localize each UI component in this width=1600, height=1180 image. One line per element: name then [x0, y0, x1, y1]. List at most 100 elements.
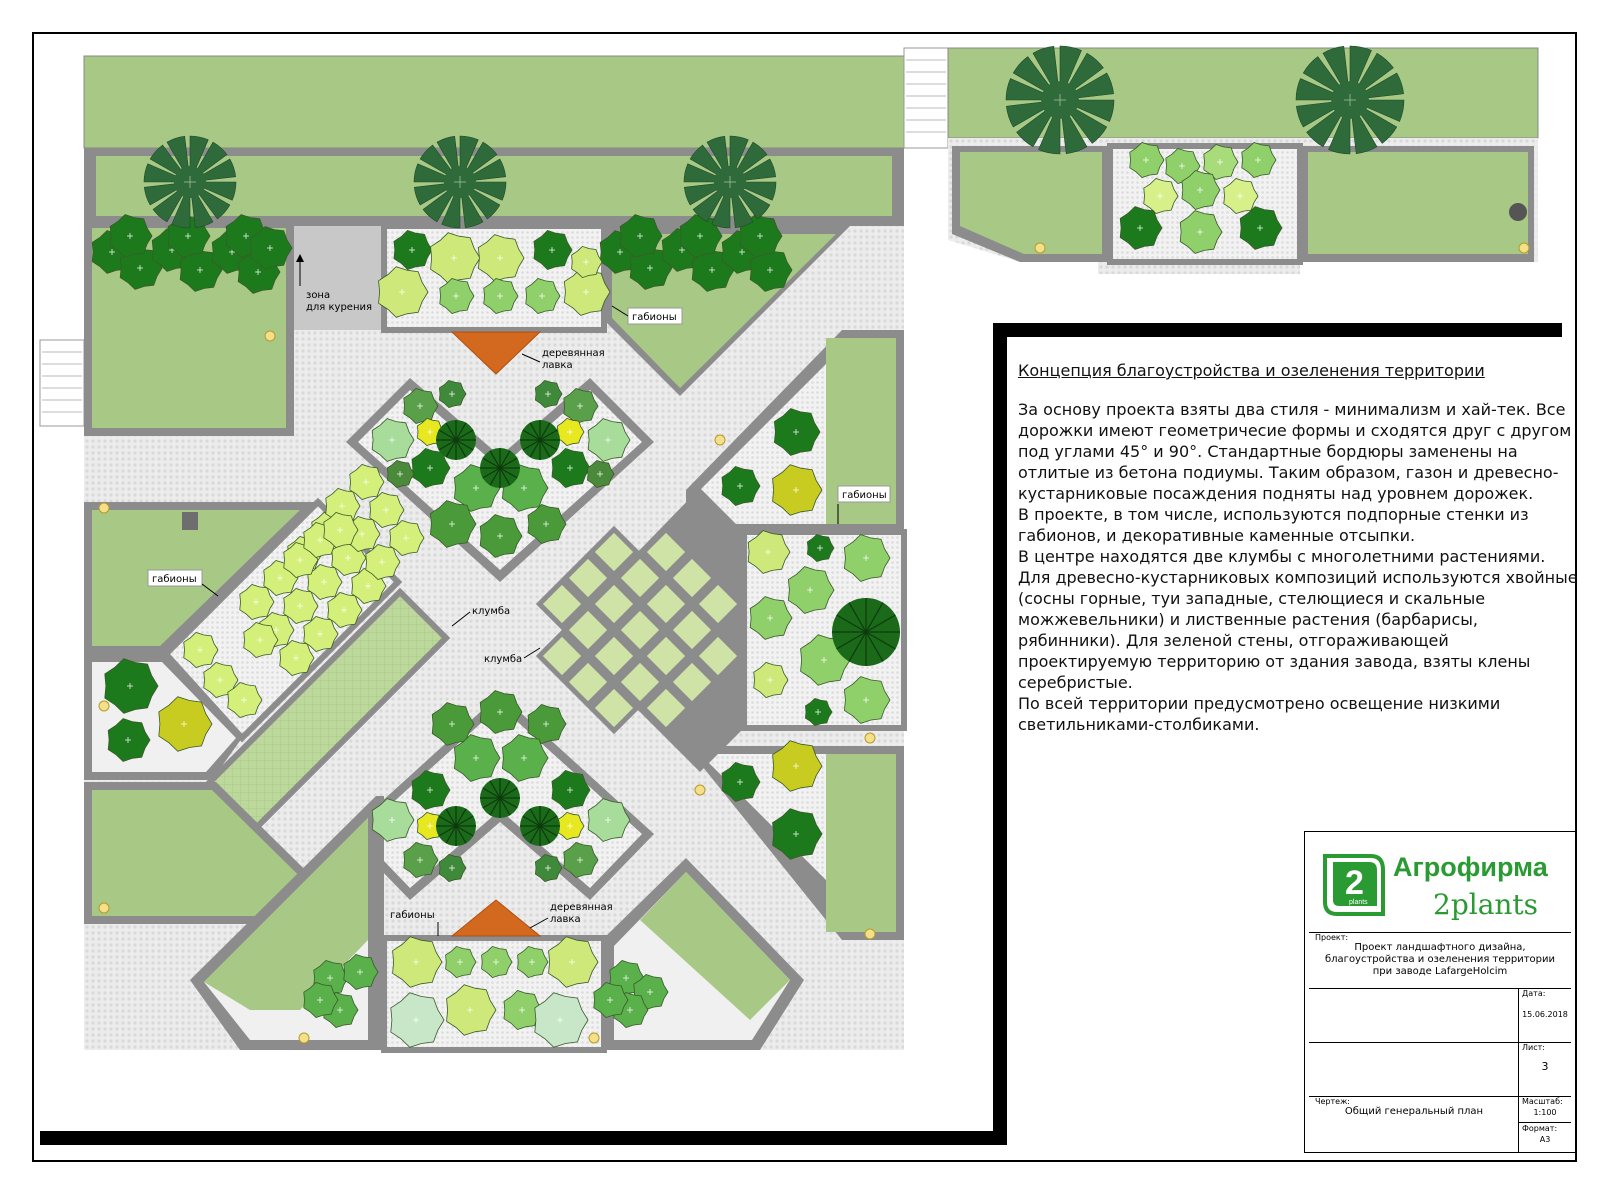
grid-tile	[639, 525, 693, 579]
shrub-icon	[438, 379, 467, 409]
flowerbed-label-1: клумба	[472, 606, 510, 617]
shrub-icon	[1203, 144, 1239, 180]
shrub-icon	[411, 448, 451, 488]
shrub-icon	[453, 734, 501, 782]
grid-tile	[691, 629, 745, 683]
shrub-icon	[429, 500, 477, 548]
smoking-zone-label-1: зона	[306, 290, 330, 301]
shrub-icon	[158, 696, 213, 752]
hedge-shrub-icon	[739, 214, 783, 258]
plan-labels: зона для курения габионы деревянная лавк…	[147, 254, 891, 936]
site-boundary	[40, 323, 1562, 1145]
hedge-shrub-icon	[179, 248, 223, 292]
lamp-icon	[298, 1032, 310, 1044]
lamp-icon	[588, 1032, 600, 1044]
smoking-zone-label-2: для курения	[306, 302, 372, 313]
grid-tile	[613, 551, 667, 605]
shrub-icon	[365, 544, 401, 580]
grid-tile	[587, 577, 641, 631]
shrub-icon	[239, 584, 275, 620]
project-row: Проект: Проект ландшафтного дизайна, бла…	[1309, 932, 1571, 989]
lamp-icon	[264, 330, 276, 342]
grid-tile	[535, 629, 589, 683]
grid-tile	[561, 603, 615, 657]
shrub-icon	[279, 640, 315, 676]
shrub-icon	[303, 982, 339, 1018]
gabions-label-3: габионы	[152, 574, 197, 585]
tree-icon	[1295, 45, 1405, 155]
sheet-value: 3	[1541, 1060, 1549, 1073]
shrub-icon	[551, 448, 591, 488]
hedge-shrub-icon	[109, 214, 153, 258]
shrub-icon	[843, 534, 891, 582]
shrub-icon	[349, 464, 385, 500]
lamp-icon	[864, 732, 876, 744]
gabions-label-4: габионы	[390, 910, 435, 921]
flowerbed-label-2: клумба	[484, 654, 522, 665]
shrub-icon	[587, 418, 631, 462]
grid-tile	[639, 681, 693, 735]
date-caption: Дата:	[1522, 989, 1546, 998]
concept-paragraph-1: За основу проекта взяты два стиля - мини…	[1018, 400, 1572, 503]
shrub-icon	[393, 230, 433, 270]
shrub-icon	[107, 718, 151, 762]
shrub-icon	[1223, 178, 1259, 214]
wooden-bench-top	[450, 331, 542, 375]
shrub-icon	[403, 842, 439, 878]
shrub-icon	[183, 632, 219, 668]
shrub-icon	[533, 230, 573, 270]
scale-caption: Масштаб:	[1522, 1097, 1563, 1106]
shrub-icon	[283, 588, 319, 624]
shrub-icon	[1179, 210, 1223, 254]
project-text: Проект ландшафтного дизайна, благоустрой…	[1325, 942, 1555, 977]
concept-paragraph-2: В проекте, в том числе, используются под…	[1018, 505, 1529, 545]
grid-tile	[639, 629, 693, 683]
shrub-icon	[563, 842, 599, 878]
shrub-icon	[534, 992, 589, 1048]
shrub-icon	[843, 676, 891, 724]
shrub-icon	[479, 690, 523, 734]
bench-label-top-2: лавка	[542, 360, 573, 371]
grid-tile	[665, 655, 719, 709]
shrub-icon	[1119, 206, 1163, 250]
bench-label-top-1: деревянная	[542, 348, 605, 359]
brand-name-line1: Агрофирма	[1393, 852, 1548, 882]
conifer-icon	[480, 448, 520, 488]
shrub-icon	[389, 520, 425, 556]
grid-tile	[561, 551, 615, 605]
grid-tile	[639, 577, 693, 631]
shrub-icon	[1181, 170, 1221, 210]
grid-tile	[587, 629, 641, 683]
gabions-label-1: габионы	[632, 312, 677, 323]
shrub-icon	[104, 658, 159, 714]
shrub-icon	[430, 232, 481, 284]
concept-description: Концепция благоустройства и озеленения т…	[1018, 360, 1578, 735]
shrub-icon	[1143, 178, 1179, 214]
conifer-icon	[520, 806, 560, 846]
shrub-icon	[517, 945, 549, 979]
shrub-icon	[721, 466, 761, 506]
shrub-icon	[534, 379, 563, 409]
format-value: А3	[1539, 1135, 1551, 1144]
shrub-icon	[445, 945, 477, 979]
lamp-icon	[98, 700, 110, 712]
shrub-icon	[327, 592, 363, 628]
sheet-caption: Лист:	[1522, 1043, 1545, 1052]
grid-tile	[561, 655, 615, 709]
shrub-icon	[563, 268, 611, 316]
grid-tile	[665, 603, 719, 657]
shrub-icon	[1241, 142, 1277, 178]
plant-symbols	[91, 45, 1405, 1048]
shrub-icon	[307, 564, 343, 600]
lamp-icon	[694, 784, 706, 796]
hedge-shrub-icon	[119, 246, 163, 290]
sheet-frame	[32, 32, 1577, 1162]
shrub-icon	[479, 514, 523, 558]
conifer-icon	[436, 806, 476, 846]
shrub-icon	[587, 798, 631, 842]
shrub-icon	[593, 982, 629, 1018]
grid-tile	[613, 655, 667, 709]
shrub-icon	[483, 278, 519, 314]
gabions-label-2: габионы	[842, 490, 887, 501]
